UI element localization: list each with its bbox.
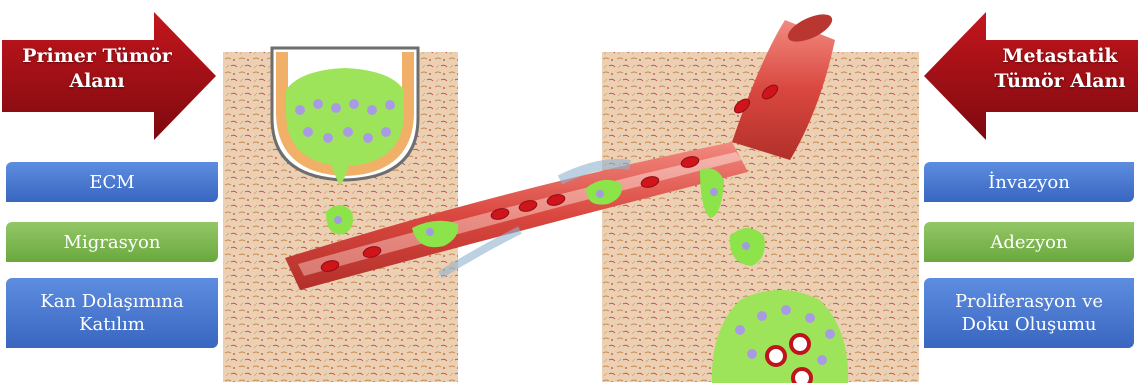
primary-tumor-arrow: Primer Tümör Alanı bbox=[2, 12, 218, 140]
stage-ecm: ECM bbox=[6, 162, 218, 202]
stage-proliferasyon-doku-olusumu: Proliferasyon ve Doku Oluşumu bbox=[924, 278, 1134, 348]
stage-migrasyon: Migrasyon bbox=[6, 222, 218, 262]
metastatic-tumor-arrow: Metastatik Tümör Alanı bbox=[924, 12, 1139, 140]
stage-kan-dolasimina-katilim: Kan Dolaşımına Katılım bbox=[6, 278, 218, 348]
metastatic-tumor-label: Metastatik Tümör Alanı bbox=[980, 44, 1139, 94]
stage-invazyon: İnvazyon bbox=[924, 162, 1134, 202]
stage-adezyon: Adezyon bbox=[924, 222, 1134, 262]
gland-duct bbox=[272, 48, 418, 185]
primary-tumor-label: Primer Tümör Alanı bbox=[4, 44, 190, 94]
